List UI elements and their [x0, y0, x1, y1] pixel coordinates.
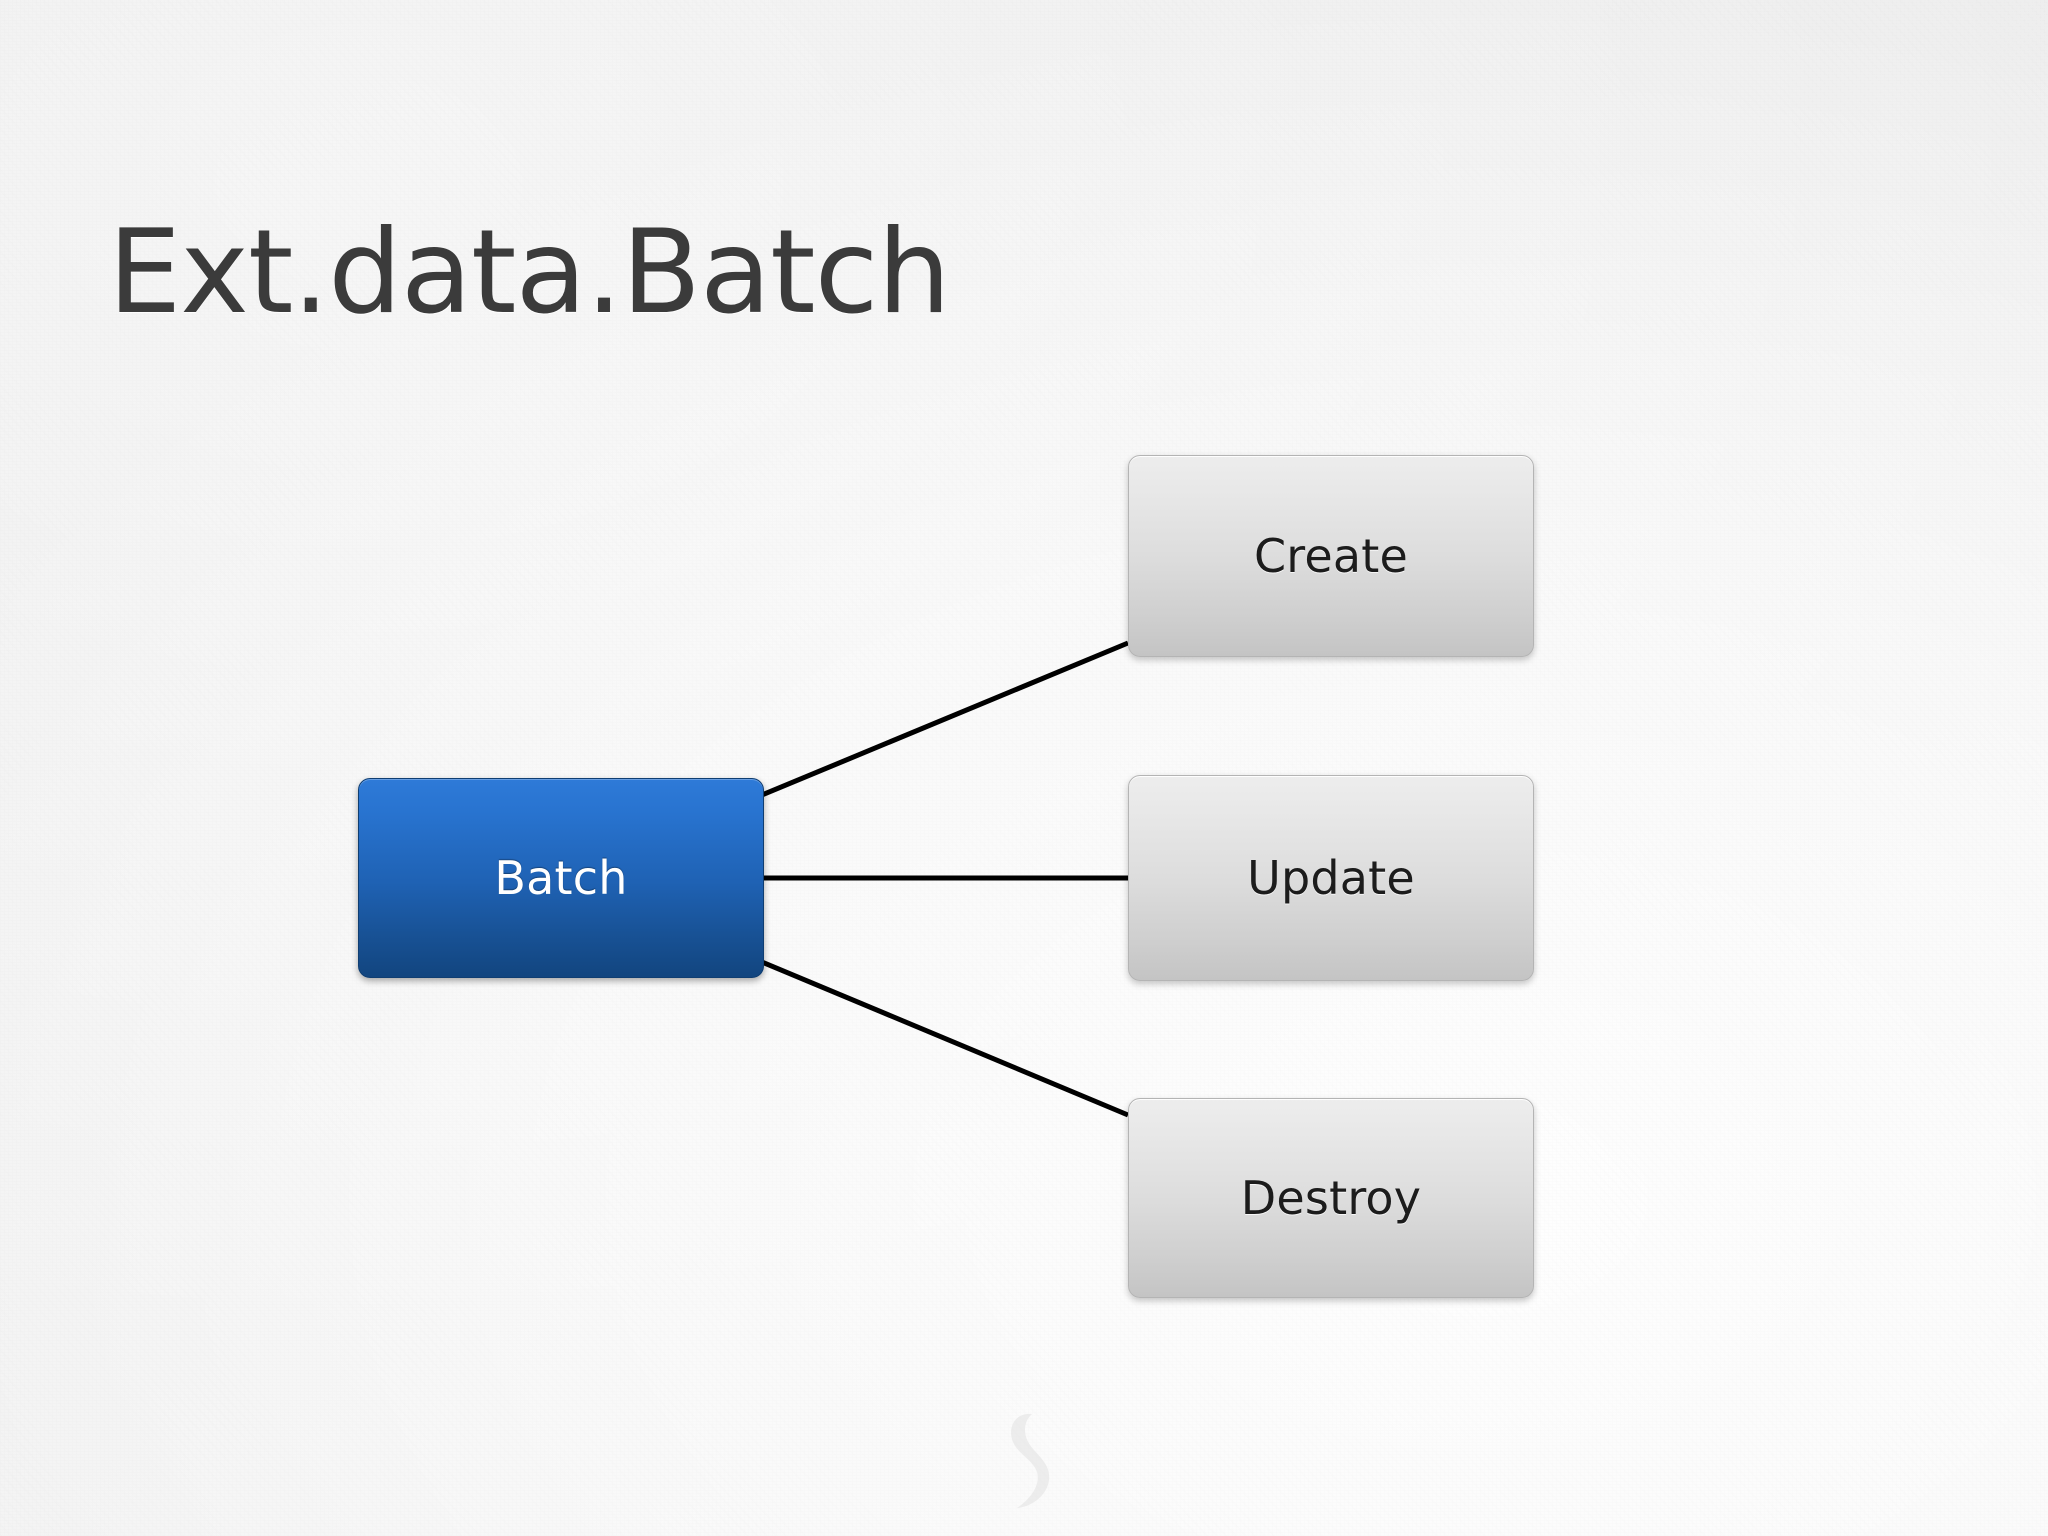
- node-update-label: Update: [1247, 851, 1415, 905]
- node-batch[interactable]: Batch: [358, 778, 764, 978]
- edge-batch-create: [761, 640, 1129, 798]
- node-destroy[interactable]: Destroy: [1128, 1098, 1534, 1298]
- node-batch-label: Batch: [494, 851, 628, 905]
- edge-batch-destroy: [761, 959, 1129, 1118]
- page-title: Ext.data.Batch: [108, 205, 951, 340]
- node-create[interactable]: Create: [1128, 455, 1534, 657]
- node-destroy-label: Destroy: [1240, 1171, 1422, 1225]
- node-create-label: Create: [1253, 529, 1409, 583]
- node-update[interactable]: Update: [1128, 775, 1534, 981]
- s-curve-logo-icon: [1011, 1413, 1050, 1508]
